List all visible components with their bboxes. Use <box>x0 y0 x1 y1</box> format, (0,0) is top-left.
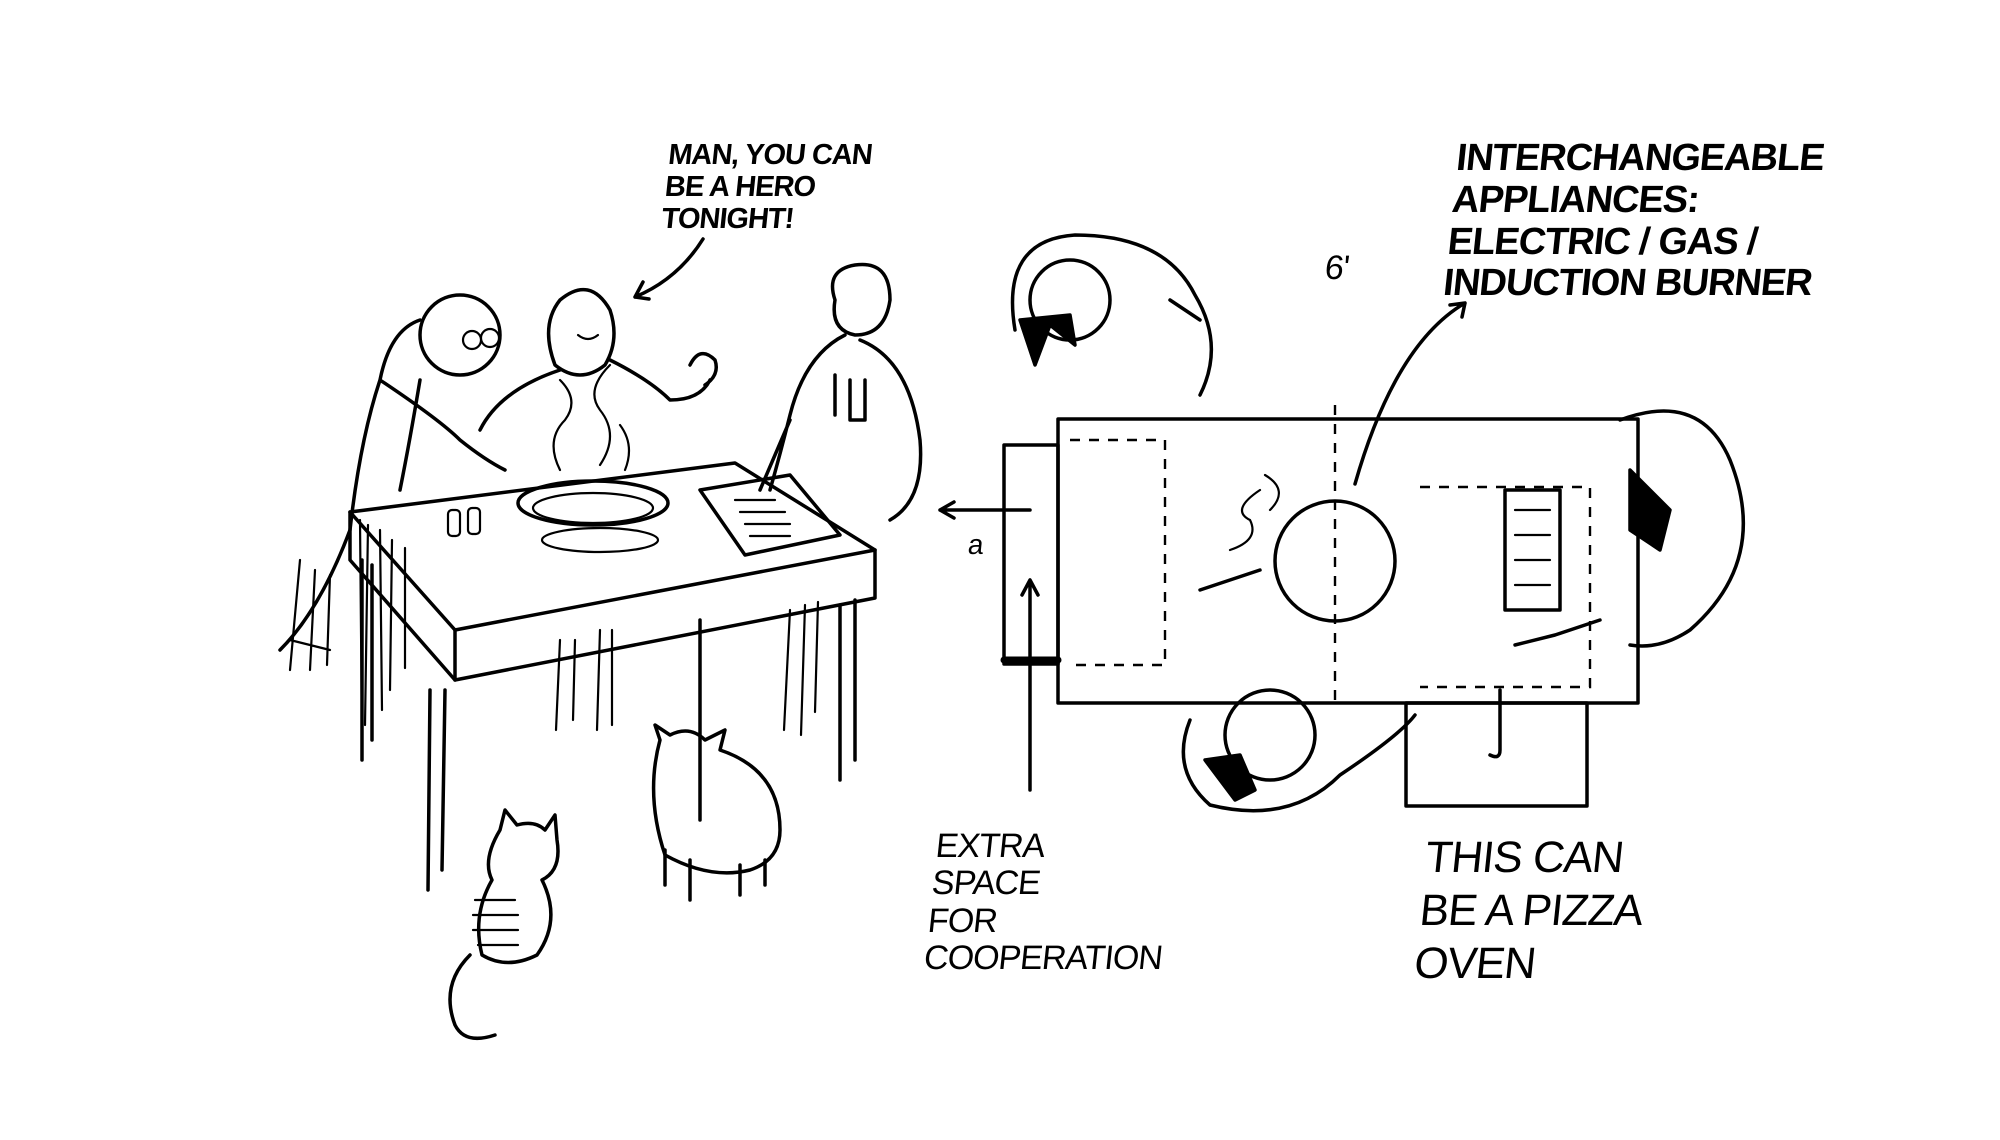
note-line: SPACE <box>930 864 1042 903</box>
pig <box>651 723 782 902</box>
cutting-board <box>698 473 842 557</box>
appliance-note: INTERCHANGEABLE APPLIANCES: ELECTRIC / G… <box>1441 137 1827 305</box>
note-line: APPLIANCES: <box>1450 178 1702 221</box>
side-label: a <box>966 529 985 560</box>
plan-table <box>1000 405 1640 808</box>
note-line: FOR <box>926 901 999 940</box>
note-line: INDUCTION BURNER <box>1441 262 1814 305</box>
speech-line: TONIGHT! <box>660 202 796 235</box>
note-line: OVEN <box>1411 938 1538 988</box>
cooktop-pot <box>1198 473 1397 623</box>
note-line: INTERCHANGEABLE <box>1454 137 1827 179</box>
salt-pepper-shakers <box>446 506 482 538</box>
person-left <box>278 293 507 672</box>
oven-note: THIS CAN BE A PIZZA OVEN <box>1412 832 1651 990</box>
note-line: THIS CAN <box>1423 833 1626 882</box>
dimension-label: 6' <box>1323 249 1351 287</box>
plan-arrows <box>938 301 1502 792</box>
speech-line: MAN, YOU CAN <box>666 139 874 171</box>
note-line: ELECTRIC / GAS / <box>1445 220 1760 263</box>
perspective-table <box>348 461 877 892</box>
speech-arrow <box>633 237 705 301</box>
note-line: BE A PIZZA <box>1417 885 1645 935</box>
note-line: EXTRA <box>933 827 1047 865</box>
speech-line: BE A HERO <box>663 170 817 203</box>
cat <box>448 808 560 1041</box>
note-line: COOPERATION <box>922 939 1164 978</box>
frying-pan <box>516 363 670 554</box>
extra-space-note: EXTRA SPACE FOR COOPERATION <box>922 827 1175 978</box>
person-right <box>758 262 923 522</box>
oven-tray <box>1503 488 1562 612</box>
speech-bubble-text: MAN, YOU CAN BE A HERO TONIGHT! <box>660 139 874 236</box>
plan-people <box>1010 233 1746 813</box>
person-center <box>478 287 718 432</box>
